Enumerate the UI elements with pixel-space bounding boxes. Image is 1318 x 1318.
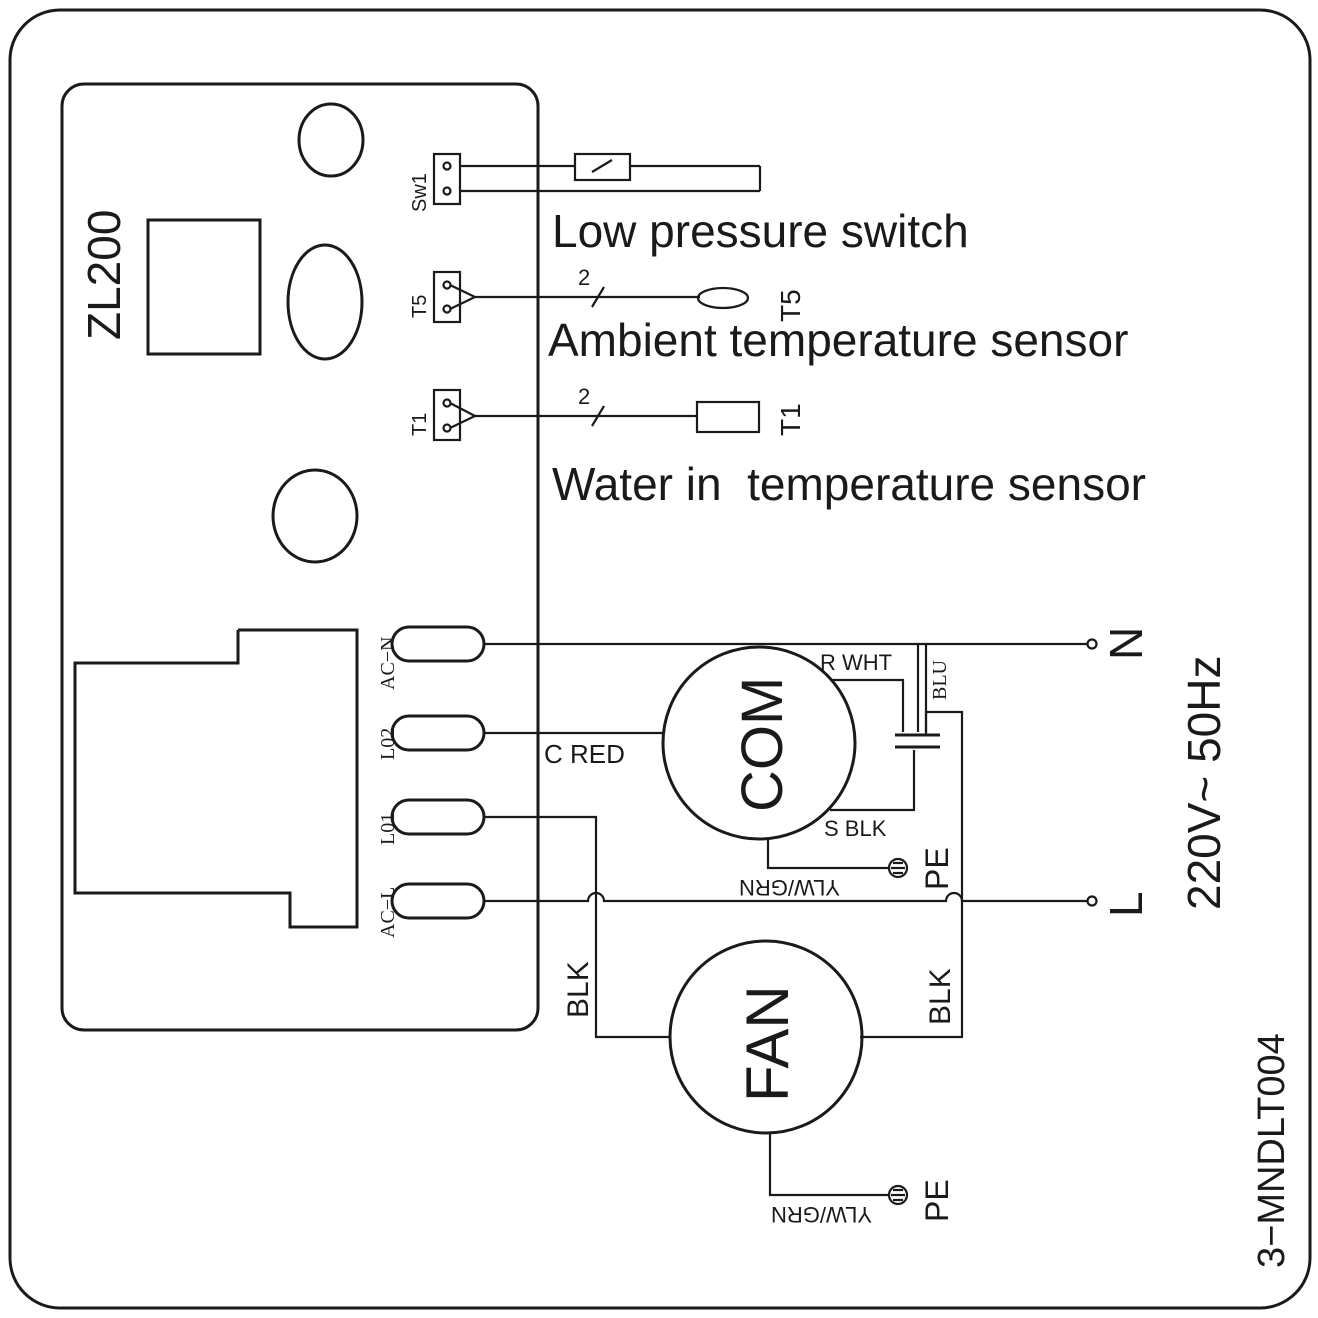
water-in-sensor-symbol [695,400,761,434]
supply-label: 220V~ 50Hz [1178,656,1230,910]
terminal-l01 [390,798,486,836]
board-hole-3 [271,468,359,564]
compressor-c-wire: C RED [544,739,625,769]
board-hole-1 [297,102,365,178]
relay-outline [73,628,359,929]
compressor-motor [661,645,857,841]
water-in-sensor-tag: T1 [775,403,806,436]
diagram-code: 3−MNDLT004 [1251,1033,1293,1268]
compressor-s-wire: S BLK [824,816,887,841]
sw1-connector [432,152,462,206]
outer-frame [8,8,1312,1310]
terminal-ac-n-label: AC−N [377,636,399,690]
l-terminal-dot [1086,895,1098,907]
compressor-ground-icon [887,857,909,879]
fan-right-wire: BLK [924,968,957,1025]
fan-label: FAN [734,985,801,1102]
t5-connector [432,270,462,324]
t1-connector [432,388,462,442]
terminal-ac-n [390,625,486,663]
terminal-l01-label: L01 [377,813,399,845]
t5-connector-label: T5 [409,295,431,318]
fan-ground-tag: PE [919,1179,955,1222]
ambient-sensor-symbol [696,286,750,310]
capacitor-wire-label: BLU [929,659,951,700]
line-label: L [1100,891,1152,917]
neutral-label: N [1100,627,1152,660]
ambient-sensor-label: Ambient temperature sensor [548,314,1128,366]
water-in-wire-count: 2 [578,384,590,409]
fan-motor [668,939,864,1135]
compressor-r-wire: R WHT [820,650,892,675]
compressor-ground-wire: YLW/GRN [739,875,840,900]
board-model: ZL200 [78,210,130,340]
ambient-sensor-tag: T5 [775,289,806,322]
low-pressure-switch-symbol [573,152,632,182]
terminal-l02-label: L02 [377,728,399,760]
t1-connector-label: T1 [409,413,431,436]
control-board [60,82,540,1032]
sw1-label: Sw1 [409,173,431,212]
fan-left-wire: BLK [562,961,595,1018]
board-hole-2 [286,243,364,361]
terminal-ac-l [390,882,486,920]
compressor-ground-tag: PE [919,847,955,890]
terminal-l02 [390,714,486,752]
terminal-ac-l-label: AC−L [377,887,399,938]
board-chip [146,218,262,356]
fan-ground-wire: YLW/GRN [771,1202,872,1227]
compressor-label: COM [730,677,795,812]
water-in-sensor-label: Water in temperature sensor [552,458,1146,510]
fan-ground-icon [887,1184,909,1206]
ambient-wire-count: 2 [578,265,590,290]
low-pressure-switch-label: Low pressure switch [552,205,969,257]
n-terminal-dot [1086,638,1098,650]
